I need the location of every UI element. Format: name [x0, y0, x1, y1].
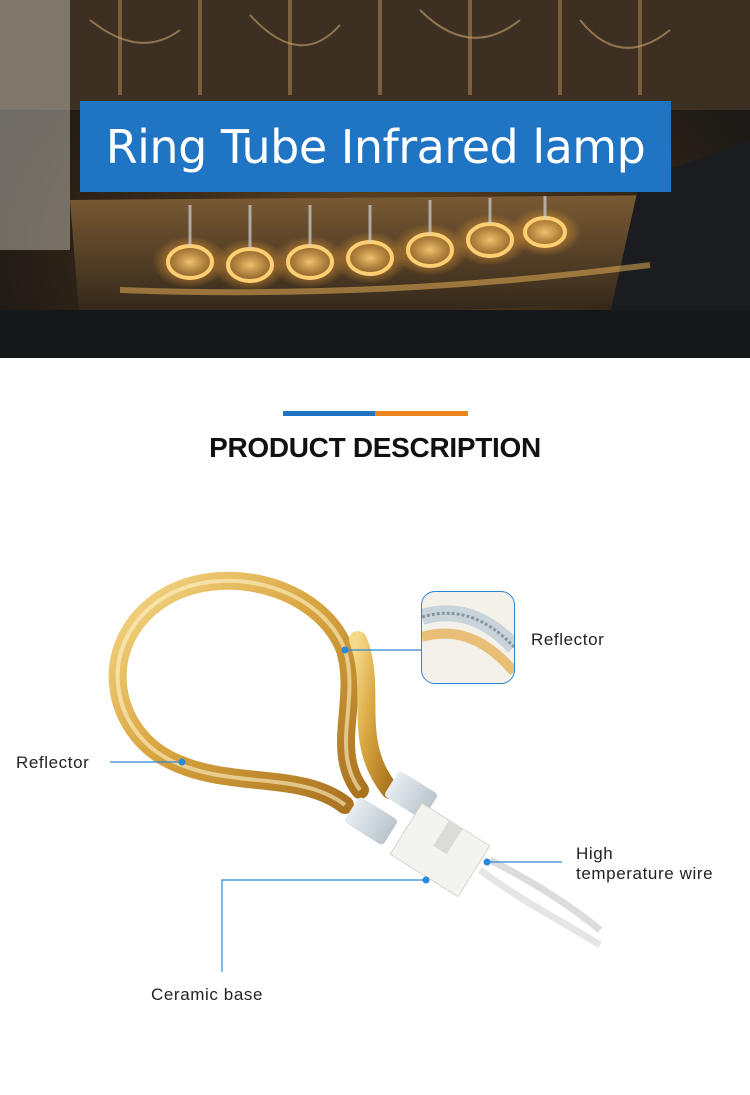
label-ceramic-base: Ceramic base [151, 985, 264, 1004]
reflector-zoom-inset [421, 591, 515, 684]
lamp-diagram [108, 571, 603, 972]
dot-ceramic [422, 876, 430, 884]
section-title: PRODUCT DESCRIPTION [209, 432, 541, 463]
label-reflector-left: Reflector [16, 753, 90, 772]
wire-1 [477, 867, 602, 948]
glass-end-left [345, 797, 397, 845]
ceramic-base-shape [389, 802, 491, 898]
dot-reflector-right [341, 646, 349, 654]
ring-tube [108, 571, 399, 814]
filament-closeup [422, 605, 514, 676]
leader-ceramic [221, 879, 426, 972]
dot-high-temp [483, 858, 491, 866]
label-high-temp-line2: temperature wire [576, 864, 714, 883]
divider-blue [283, 411, 375, 416]
hero-title: Ring Tube Infrared lamp [105, 119, 646, 174]
label-high-temp-line1: High [576, 844, 614, 863]
label-reflector-right: Reflector [531, 630, 605, 649]
hero-banner: Ring Tube Infrared lamp [0, 0, 750, 358]
divider-orange [375, 411, 468, 416]
hero-title-band: Ring Tube Infrared lamp [80, 101, 671, 192]
hero-photo [0, 0, 750, 358]
dot-reflector-left [178, 758, 186, 766]
wire-2 [488, 856, 603, 933]
